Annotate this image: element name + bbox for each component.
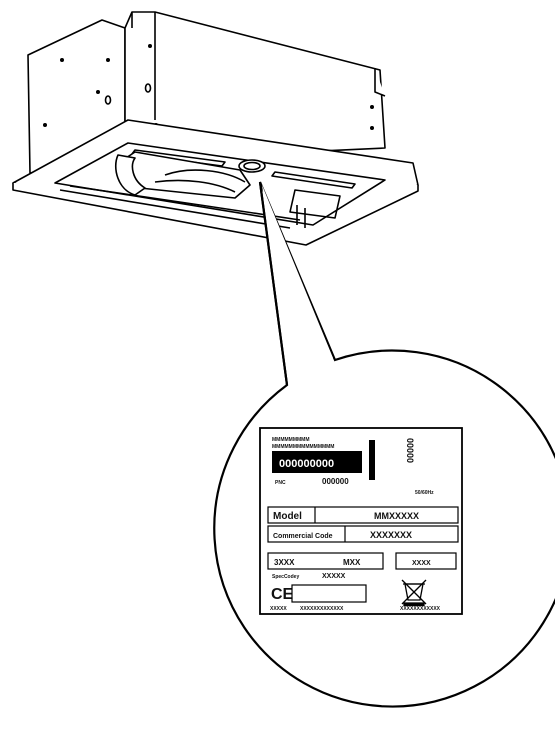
vertical-barcode xyxy=(369,440,375,480)
footer-left: XXXXX xyxy=(270,606,287,612)
frequency: 50/60Hz xyxy=(415,490,434,496)
barcode-number: 000000000 xyxy=(279,458,334,470)
callout-fill xyxy=(262,185,333,383)
footer-right: XXXXXXXXXXXX xyxy=(400,606,441,612)
fine-text: MMMMMMMMM xyxy=(272,437,310,443)
hood-front-strip xyxy=(59,189,291,229)
barcode-bar xyxy=(272,470,362,473)
motor-detail xyxy=(154,179,236,193)
ce-info-box xyxy=(291,584,367,603)
hood-bracket xyxy=(374,68,386,97)
rating: XXXX xyxy=(412,560,431,567)
fine-text: MMMMMMMMMMMMMMM xyxy=(272,444,334,450)
commercial-code-row xyxy=(267,525,459,543)
model-row xyxy=(267,506,459,524)
footer-mid: XXXXXXXXXXXXX xyxy=(300,606,344,612)
label-spot-inner xyxy=(243,161,261,171)
motor-detail xyxy=(164,169,246,183)
pnc-value: 000000 xyxy=(322,477,349,486)
model-label: Model xyxy=(273,511,302,522)
rating-box xyxy=(395,552,457,570)
weee-bin-icon xyxy=(401,579,427,607)
sub-label: SpecCodey xyxy=(272,574,299,580)
motor-fan xyxy=(114,154,146,196)
voltage: 3XXX xyxy=(274,558,295,567)
barcode-box xyxy=(272,455,362,470)
power: MXX xyxy=(343,558,361,567)
ce-mark: CE xyxy=(271,586,294,603)
commercial-code-label: Commercial Code xyxy=(273,533,333,540)
cooker-hood-insert xyxy=(12,11,419,246)
voltage-power-row xyxy=(267,552,384,570)
label-spot xyxy=(238,159,266,173)
sub-value: XXXXX xyxy=(322,573,346,580)
pnc-label: PNC xyxy=(275,480,286,486)
rating-plate: MMMMMMMMM MMMMMMMMMMMMMMM 000000000 0000… xyxy=(259,427,463,615)
hood-hole xyxy=(104,95,112,105)
barcode-bar xyxy=(272,451,362,455)
vertical-code: 00000 xyxy=(405,438,415,463)
model-value: MMXXXXX xyxy=(374,511,419,521)
hood-rivets xyxy=(43,44,374,130)
hood-hole xyxy=(144,83,152,93)
callout-pointer-edge xyxy=(258,181,289,386)
vent-slot xyxy=(271,171,356,189)
commercial-code-value: XXXXXXX xyxy=(370,530,412,540)
hood-bracket-right xyxy=(289,189,341,219)
